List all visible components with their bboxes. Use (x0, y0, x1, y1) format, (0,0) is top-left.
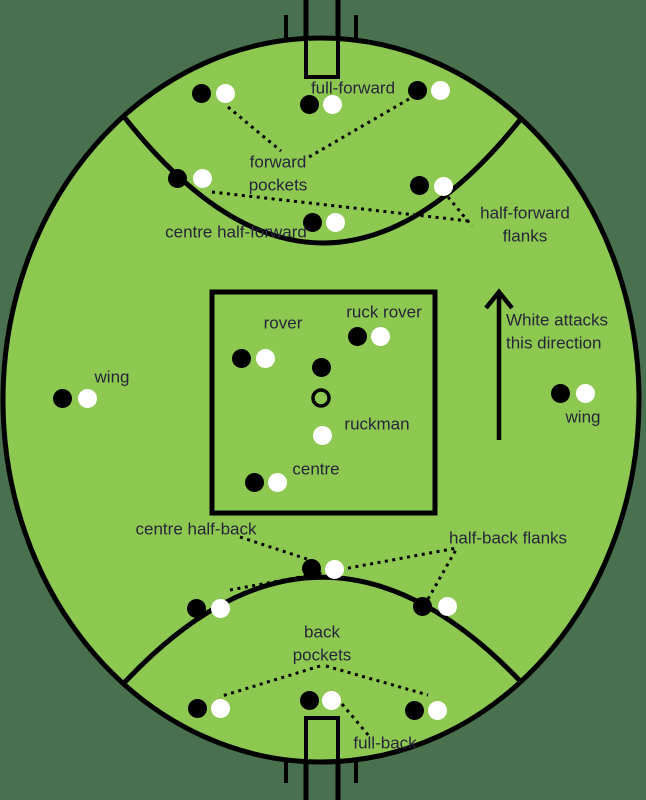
leader-half-forward-flank-left (211, 190, 470, 223)
leader-centre-half-back (239, 535, 314, 563)
field-boundary (0, 35, 642, 765)
goal-square-top (304, 36, 340, 79)
leader-back-pocket-left (221, 664, 321, 698)
fifty-metre-arc-bottom (123, 574, 524, 685)
centre-circle (311, 388, 331, 408)
goal-square-bottom (304, 716, 340, 764)
attack-direction-arrowhead (484, 288, 514, 310)
leader-half-forward-flank-right (446, 196, 474, 227)
leader-half-back-flank-left (229, 546, 458, 592)
centre-square (209, 289, 438, 516)
leader-half-back-flank-right (426, 547, 459, 600)
leader-back-pocket-right (325, 664, 429, 697)
